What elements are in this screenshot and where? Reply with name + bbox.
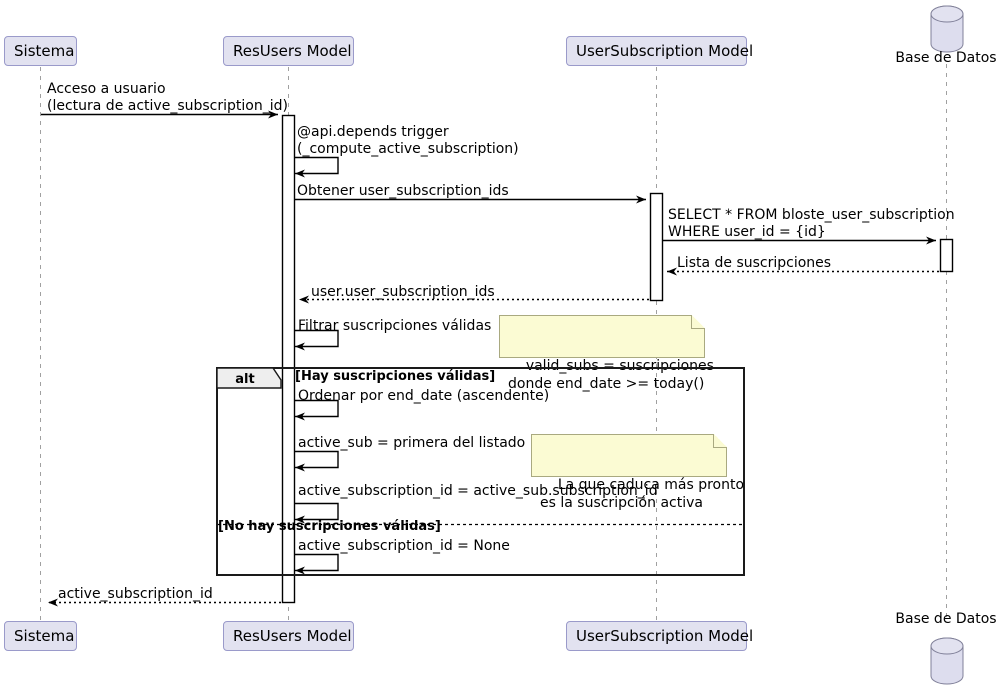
alt-fragment [216, 367, 745, 576]
note-valid-subs-text: valid_subs = suscripciones donde end_dat… [508, 358, 714, 392]
participant-sistema-top[interactable]: Sistema [4, 36, 77, 66]
alt-branch-label-1: [Hay suscripciones válidas] [295, 369, 496, 384]
message-label-m8: Ordenar por end_date (ascendente) [298, 388, 550, 404]
participant-resusers-bottom[interactable]: ResUsers Model [223, 621, 354, 651]
alt-branch-label-2: [No hay suscripciones válidas] [218, 519, 441, 534]
message-label-m7: Filtrar suscripciones válidas [298, 318, 492, 334]
participant-usersub-bottom[interactable]: UserSubscription Model [566, 621, 753, 651]
participant-db-label-top: Base de Datos [895, 50, 997, 66]
note-fold-corner-icon [713, 434, 727, 448]
arrow-m8 [294, 399, 339, 418]
message-label-m10: active_subscription_id = active_sub.subs… [298, 483, 658, 499]
message-label-m9: active_sub = primera del listado [298, 435, 526, 451]
activation-bars [281, 114, 954, 604]
participant-usersub-top[interactable]: UserSubscription Model [566, 36, 753, 66]
alt-fragment-tag: alt [218, 369, 273, 388]
database-icon-top [930, 5, 964, 53]
activation-db [939, 238, 954, 273]
message-label-m1: Acceso a usuario (lectura de active_subs… [47, 81, 288, 114]
activation-usersub [649, 192, 664, 302]
message-label-m2: @api.depends trigger (_compute_active_su… [297, 124, 519, 157]
arrow-m9 [294, 450, 339, 469]
arrow-m7 [294, 329, 339, 348]
activation-resusers [281, 114, 296, 604]
note-active-sub: La que caduca más pronto es la suscripci… [531, 434, 744, 511]
arrow-m2 [294, 156, 339, 175]
message-label-m5: Lista de suscripciones [677, 255, 832, 271]
database-icon-bottom [930, 637, 964, 685]
arrow-m10 [294, 502, 339, 521]
participant-resusers-top[interactable]: ResUsers Model [223, 36, 354, 66]
message-label-m6: user.user_subscription_ids [311, 284, 495, 300]
note-fold-corner-icon [691, 315, 705, 329]
message-arrows [41, 110, 939, 607]
message-label-m4: SELECT * FROM bloste_user_subscription W… [668, 207, 955, 240]
arrow-m11 [294, 553, 339, 572]
message-label-m12: active_subscription_id [58, 586, 213, 602]
note-active-sub-text: La que caduca más pronto es la suscripci… [540, 477, 745, 511]
message-label-m3: Obtener user_subscription_ids [297, 183, 509, 199]
participant-sistema-bottom[interactable]: Sistema [4, 621, 77, 651]
message-label-m11: active_subscription_id = None [298, 538, 510, 554]
note-valid-subs: valid_subs = suscripciones donde end_dat… [499, 315, 714, 392]
participant-db-label-bottom: Base de Datos [895, 611, 997, 627]
